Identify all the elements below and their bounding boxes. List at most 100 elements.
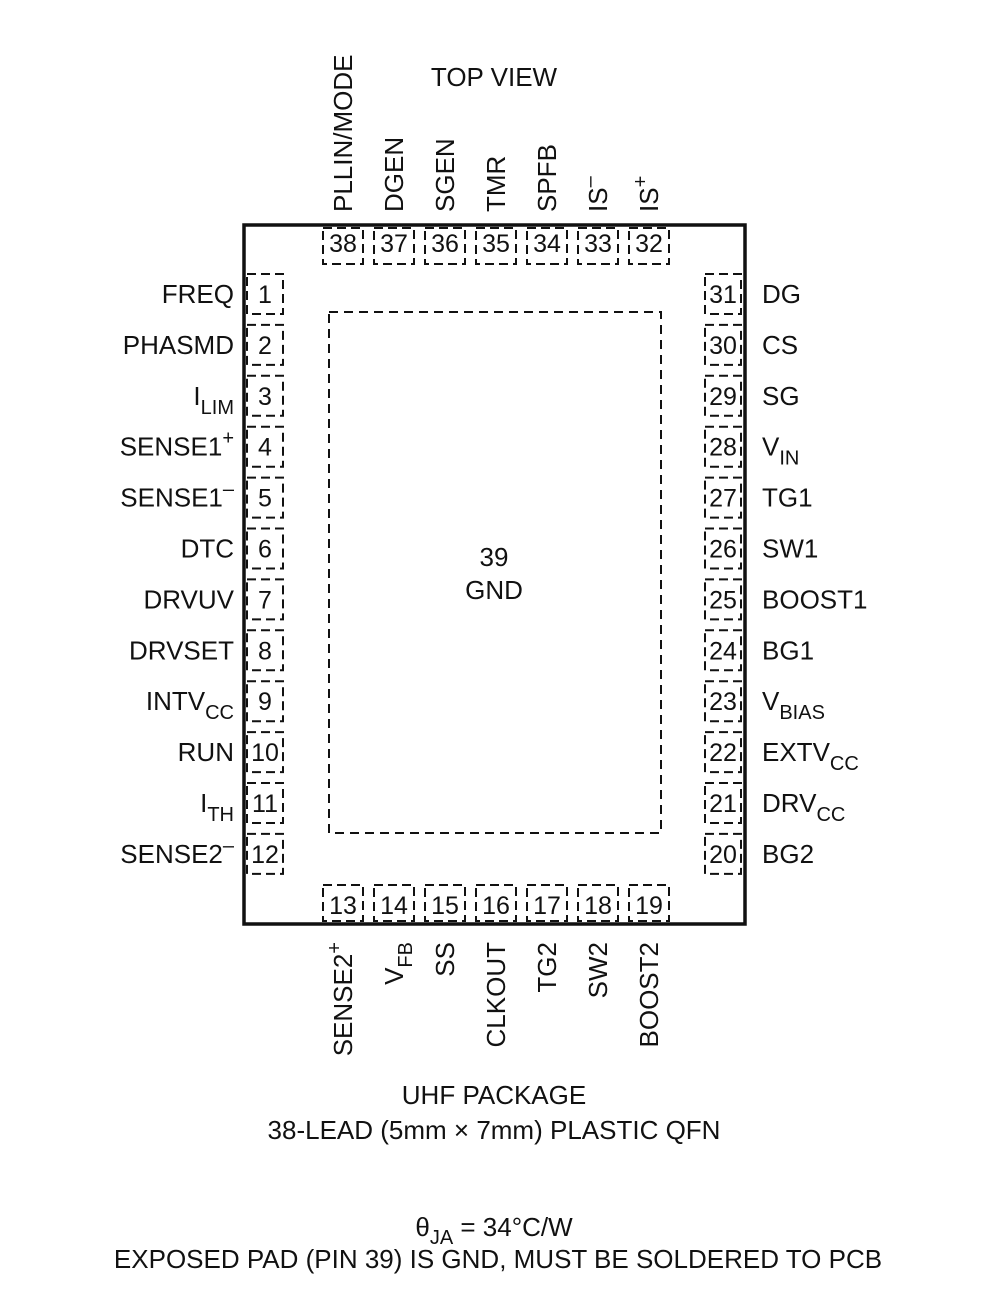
pin-number: 31 [709, 281, 737, 309]
pin-name: BG2 [762, 839, 814, 869]
pin-number: 9 [258, 688, 272, 716]
pin-label: IS+ [630, 176, 664, 212]
pin-pad [704, 323, 742, 366]
pin-name: EXTV [762, 737, 831, 767]
pin-label: BG1 [762, 635, 814, 665]
pin-number: 30 [709, 332, 737, 360]
pin-name-subscript: FB [395, 942, 417, 968]
pin-label: IS– [579, 175, 613, 212]
pin-pad [704, 374, 742, 417]
pin-label: SENSE1+ [120, 428, 234, 462]
pin-label: DRVUV [143, 584, 234, 614]
pin-label: ILIM [193, 381, 234, 419]
pin-name: SENSE1 [120, 432, 223, 462]
pin-number: 11 [252, 790, 278, 818]
pin-name: IS [634, 187, 664, 212]
pin-number: 35 [482, 230, 510, 258]
pin-number: 13 [329, 892, 357, 920]
pin-number: 5 [258, 485, 272, 513]
top-pins: 38PLLIN/MODE37DGEN36SGEN35TMR34SPFB33IS–… [322, 55, 670, 265]
pin-pad [577, 884, 619, 922]
pin-number: 2 [258, 332, 272, 360]
pin-name: BOOST1 [762, 584, 867, 614]
pin-pad [246, 731, 284, 774]
pin-number: 18 [584, 892, 612, 920]
pin-name: DGEN [379, 137, 409, 212]
pin-number: 12 [251, 841, 279, 869]
pin-pad [704, 731, 742, 774]
pin-label: PHASMD [123, 330, 234, 360]
pin-pad [526, 884, 568, 922]
pin-number: 20 [709, 841, 737, 869]
pin-label: BOOST1 [762, 584, 867, 614]
pin-label: CLKOUT [481, 942, 511, 1048]
pin-pad [424, 227, 466, 265]
pin-pad [704, 527, 742, 570]
pin-name-superscript: – [579, 175, 601, 187]
pin-pad [246, 782, 284, 824]
pin-number: 15 [431, 892, 459, 920]
pin-pad [628, 884, 670, 922]
pin-label: VIN [762, 432, 799, 470]
pin-name-subscript: LIM [201, 397, 234, 419]
pin-label: TMR [481, 156, 511, 212]
pin-label: TG2 [532, 942, 562, 993]
pin-pad [246, 680, 284, 723]
pin-name-superscript: – [223, 479, 235, 501]
pin-number: 19 [635, 892, 663, 920]
pin-name: IS [583, 187, 613, 212]
pin-pad [628, 227, 670, 265]
pin-label: FREQ [162, 279, 234, 309]
pin-pad [704, 832, 742, 875]
pin-name: V [762, 686, 780, 716]
pin-label: BOOST2 [634, 942, 664, 1047]
pin-number: 6 [258, 536, 272, 564]
package-outline [242, 223, 747, 926]
pin-name: I [200, 788, 207, 818]
pin-label: SENSE1– [120, 479, 235, 513]
pin-name: SENSE2 [328, 954, 358, 1057]
pin-pad [475, 227, 517, 265]
pin-name: RUN [178, 737, 234, 767]
exposed-pad-name: GND [465, 575, 523, 605]
pin-number: 14 [380, 892, 408, 920]
pin-label: SW2 [583, 942, 613, 998]
pin-name: PLLIN/MODE [328, 55, 358, 213]
pin-number: 26 [709, 536, 737, 564]
pin-name: DRVSET [129, 635, 234, 665]
pin-pad [246, 425, 284, 468]
pin-pad [526, 227, 568, 265]
pin-pad [577, 227, 619, 265]
pin-37: 37 DGEN [373, 137, 415, 265]
pin-number: 27 [709, 485, 737, 513]
pin-name: CLKOUT [481, 942, 511, 1048]
pin-2: 2 PHASMD [123, 323, 284, 366]
pin-pad [246, 374, 284, 417]
pin-name: BOOST2 [634, 942, 664, 1047]
pin-name: FREQ [162, 279, 234, 309]
pin-pad [246, 578, 284, 621]
pin-pad [704, 476, 742, 519]
pin-name-subscript: CC [830, 753, 859, 775]
pin-name: SGEN [430, 138, 460, 212]
exposed-pad-note: EXPOSED PAD (PIN 39) IS GND, MUST BE SOL… [114, 1244, 882, 1274]
pin-name-subscript: CC [816, 804, 845, 826]
pin-label: DRVCC [762, 788, 845, 826]
pin-name: PHASMD [123, 330, 234, 360]
pin-name: TMR [481, 156, 511, 212]
pin-number: 37 [380, 230, 408, 258]
pin-label: SG [762, 381, 800, 411]
pin-label: BG2 [762, 839, 814, 869]
